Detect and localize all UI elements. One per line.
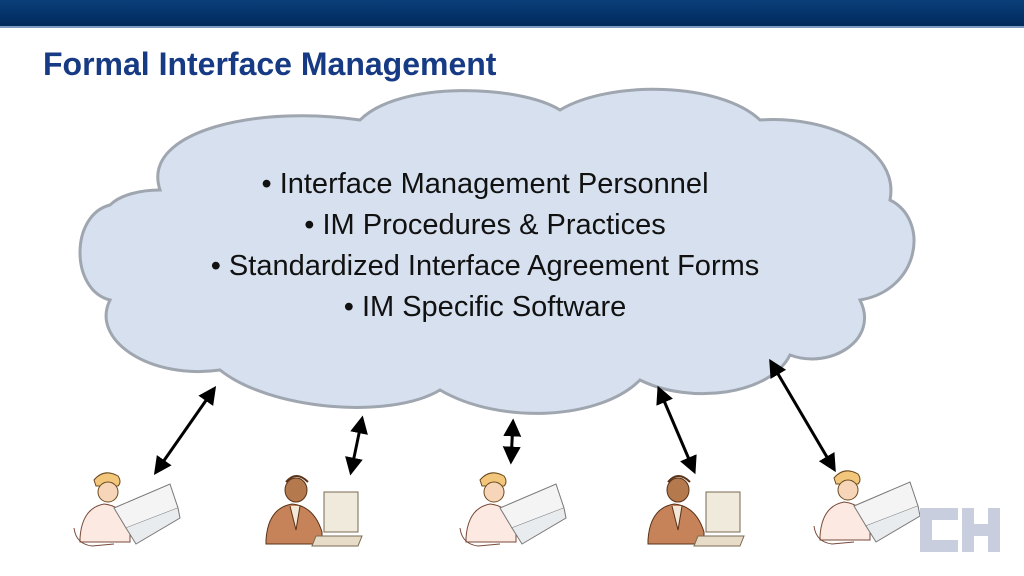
company-logo (920, 508, 1000, 552)
person-3 (459, 472, 567, 547)
bullet-im-personnel: • Interface Management Personnel (261, 168, 709, 200)
arrow-5 (769, 358, 836, 473)
arrow-3 (502, 418, 522, 465)
arrow-2 (345, 415, 368, 476)
computer-worker-icon (265, 475, 363, 547)
connector-arrows (153, 358, 836, 476)
bullet-im-software: • IM Specific Software (343, 291, 627, 323)
bullet-agreement-forms: • Standardized Interface Agreement Forms (210, 250, 760, 282)
computer-worker-icon (647, 475, 745, 547)
person-2 (265, 475, 363, 547)
person-4 (647, 475, 745, 547)
arrow-1 (153, 386, 217, 475)
engineer-blueprint-icon (459, 472, 567, 547)
engineer-blueprint-icon (813, 470, 921, 545)
bullet-im-procedures: • IM Procedures & Practices (304, 209, 666, 241)
header-divider (0, 26, 1024, 28)
person-5 (813, 470, 921, 545)
cloud-bullet-list: • Interface Management Personnel • IM Pr… (150, 164, 820, 328)
idea-cloud (78, 87, 916, 415)
header-bar (0, 0, 1024, 26)
page-title: Formal Interface Management (43, 46, 497, 82)
arrow-4 (656, 385, 697, 475)
engineer-blueprint-icon (73, 472, 181, 547)
person-1 (73, 472, 181, 547)
